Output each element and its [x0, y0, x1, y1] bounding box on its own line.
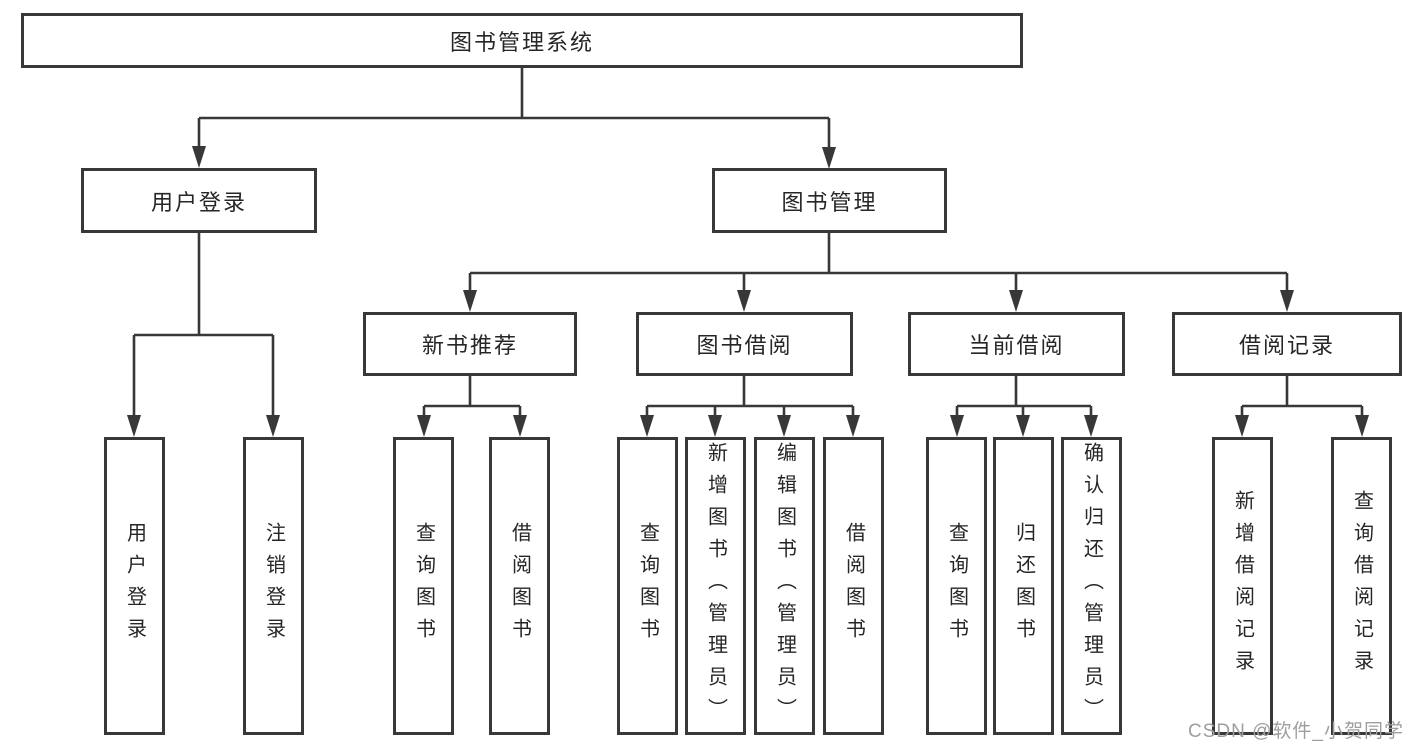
leaf-add-borrow-record: 新增借阅记录 [1212, 437, 1273, 735]
leaf-edit-book-admin: 编辑图书（管理员） [754, 437, 815, 735]
node-book-borrowing: 图书借阅 [636, 312, 853, 376]
arrowhead-icon [708, 415, 722, 437]
node-current-borrowing: 当前借阅 [908, 312, 1125, 376]
leaf-logout: 注销登录 [243, 437, 304, 735]
leaf-return-book: 归还图书 [993, 437, 1054, 735]
node-book-management: 图书管理 [712, 168, 947, 233]
arrowhead-icon [463, 290, 477, 312]
arrowhead-icon [192, 146, 206, 168]
leaf-borrow-books: 借阅图书 [823, 437, 884, 735]
arrowhead-icon [777, 415, 791, 437]
arrowhead-icon [1009, 290, 1023, 312]
leaf-confirm-return-admin: 确认归还（管理员） [1061, 437, 1122, 735]
node-borrowing-records: 借阅记录 [1172, 312, 1402, 376]
leaf-user-login: 用户登录 [104, 437, 165, 735]
leaf-query-books-borrow: 查询图书 [617, 437, 678, 735]
leaf-query-borrow-record: 查询借阅记录 [1331, 437, 1392, 735]
arrowhead-icon [640, 415, 654, 437]
arrowhead-icon [127, 415, 141, 437]
arrowhead-icon [1016, 415, 1030, 437]
arrowhead-icon [1084, 415, 1098, 437]
node-user-login: 用户登录 [81, 168, 317, 233]
arrowhead-icon [846, 415, 860, 437]
arrowhead-icon [266, 415, 280, 437]
arrowhead-icon [950, 415, 964, 437]
node-book-management-system: 图书管理系统 [21, 13, 1023, 68]
arrowhead-icon [1355, 415, 1369, 437]
leaf-borrow-books-recommend: 借阅图书 [489, 437, 550, 735]
arrowhead-icon [822, 147, 836, 169]
arrowhead-icon [513, 415, 527, 437]
arrowhead-icon [737, 290, 751, 312]
arrowhead-icon [1235, 415, 1249, 437]
arrowhead-icon [417, 415, 431, 437]
node-new-book-recommend: 新书推荐 [363, 312, 577, 376]
watermark: CSDN @软件_小贺同学 [1188, 721, 1404, 742]
leaf-query-books-current: 查询图书 [926, 437, 987, 735]
leaf-add-book-admin: 新增图书（管理员） [685, 437, 746, 735]
arrowhead-icon [1280, 290, 1294, 312]
leaf-query-books-recommend: 查询图书 [393, 437, 454, 735]
